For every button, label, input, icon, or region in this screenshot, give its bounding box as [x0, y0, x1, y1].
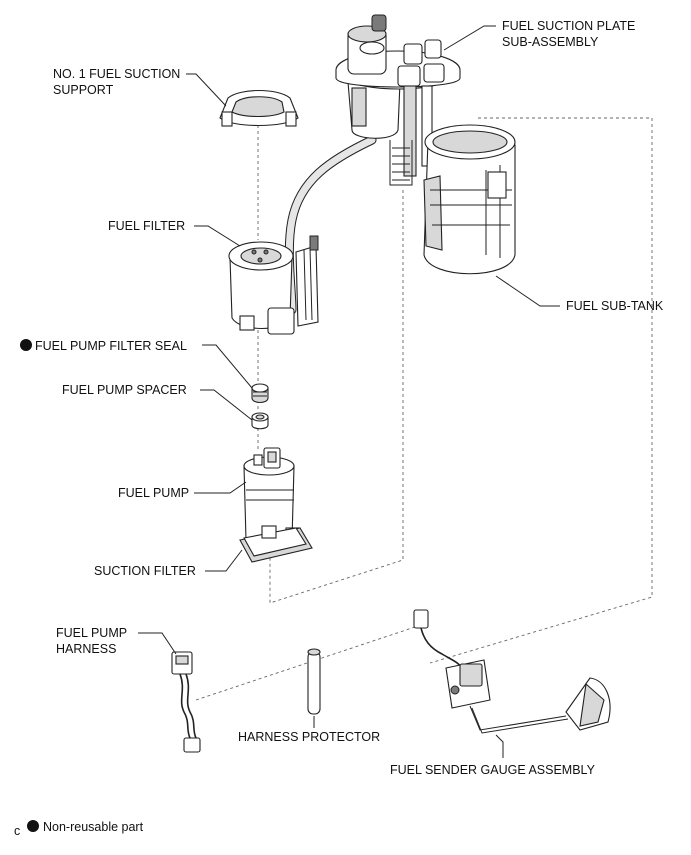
label-fuel-pump: FUEL PUMP	[118, 486, 189, 500]
corner-mark: c	[14, 824, 20, 838]
legend: c Non-reusable part	[14, 820, 144, 838]
label-fuel-sub-tank: FUEL SUB-TANK	[566, 299, 664, 313]
part-labels: FUEL SUCTION PLATE SUB-ASSEMBLY NO. 1 FU…	[20, 19, 664, 777]
fuel-pump-filter-seal-drawing	[251, 383, 269, 404]
non-reusable-bullet-icon	[20, 339, 32, 351]
assembly-dashed-lines	[195, 117, 653, 701]
legend-text: Non-reusable part	[43, 820, 144, 834]
label-fuel-filter: FUEL FILTER	[108, 219, 185, 233]
label-fuel-pump-harness: FUEL PUMP	[56, 626, 127, 640]
fuel-pump-spacer-drawing	[251, 412, 269, 430]
fuel-suction-plate-drawing	[335, 14, 461, 186]
label-fuel-pump-spacer: FUEL PUMP SPACER	[62, 383, 187, 397]
harness-protector-drawing	[307, 648, 321, 715]
fuel-pump-harness-drawing	[171, 651, 201, 753]
label-fuel-sender-gauge-assembly: FUEL SENDER GAUGE ASSEMBLY	[390, 763, 596, 777]
label-fuel-pump-harness-line2: HARNESS	[56, 642, 116, 656]
legend-bullet-icon	[27, 820, 39, 832]
fuel-sub-tank-drawing	[423, 124, 516, 275]
fuel-sender-gauge-drawing	[413, 609, 611, 734]
fuel-filter-drawing	[228, 235, 319, 335]
label-fuel-suction-plate-line2: SUB-ASSEMBLY	[502, 35, 599, 49]
label-harness-protector: HARNESS PROTECTOR	[238, 730, 380, 744]
label-no1-fuel-suction-support-line2: SUPPORT	[53, 83, 114, 97]
leader-lines	[138, 25, 560, 758]
label-no1-fuel-suction-support: NO. 1 FUEL SUCTION	[53, 67, 180, 81]
label-suction-filter: SUCTION FILTER	[94, 564, 196, 578]
label-fuel-suction-plate: FUEL SUCTION PLATE	[502, 19, 635, 33]
suction-filter-drawing	[239, 525, 313, 563]
fuel-suction-support-drawing	[219, 90, 299, 127]
label-fuel-pump-filter-seal: FUEL PUMP FILTER SEAL	[35, 339, 187, 353]
